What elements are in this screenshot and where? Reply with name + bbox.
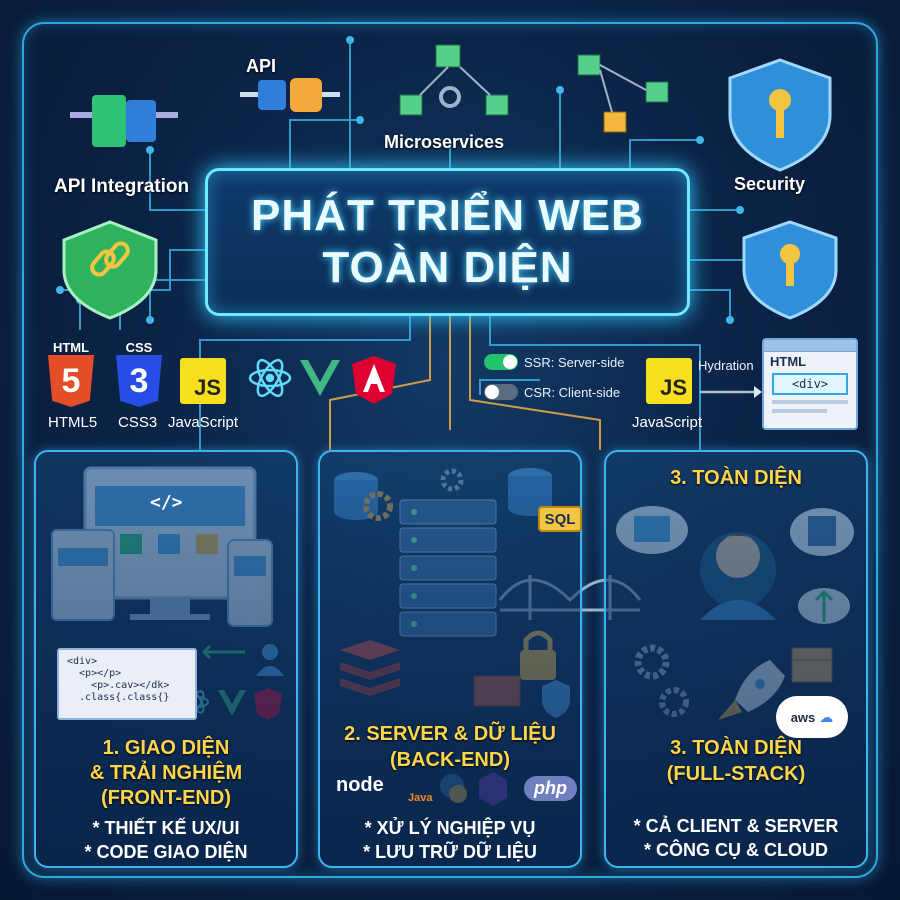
aws-label: aws <box>790 709 816 725</box>
code-line: <p>.cav></dk> <box>67 680 170 691</box>
backend-bullet-1: * XỬ LÝ NGHIỆP VỤ <box>364 818 536 838</box>
javascript-label: JavaScript <box>168 414 239 431</box>
backend-title-1: 2. SERVER & DỮ LIỆU <box>344 723 556 745</box>
security-shield-icon <box>728 58 832 172</box>
key-shield-icon <box>742 220 838 320</box>
microservices-icon <box>399 44 669 133</box>
fullstack-bullet-2: * CÔNG CỤ & CLOUD <box>644 840 828 860</box>
link-shield-icon <box>62 220 158 320</box>
window-line <box>772 409 828 413</box>
html-browser-window: HTML <div> <box>762 338 858 430</box>
frontend-title-2: & TRẢI NGHIỆM <box>89 762 243 784</box>
outer-frame <box>22 22 878 878</box>
code-snippet-box: <div> <p></p> <p>.cav></dk> .class{.clas… <box>57 648 197 720</box>
ssr-switch <box>484 354 518 370</box>
rendering-javascript-logo: JS <box>646 358 692 404</box>
gcp-cloud-icon: ☁ <box>819 708 834 725</box>
java-logo: Java <box>408 792 433 804</box>
frontend-title-1: 1. GIAO DIỆN <box>102 737 230 759</box>
screen-code-symbol: </> <box>150 492 183 513</box>
html5-logo: HTML 5 <box>48 340 94 407</box>
backend-title-2: (BACK-END) <box>390 749 510 771</box>
css3-shield-icon: 3 <box>116 355 162 407</box>
frontend-title-3: (FRONT-END) <box>101 787 231 809</box>
security-label: Security <box>734 174 806 194</box>
fullstack-panel: 3. TOÀN DIỆN 3. TOÀN DIỆN (FULL-STACK) *… <box>604 450 868 868</box>
code-line: <div> <box>67 656 98 667</box>
csr-switch <box>484 384 518 400</box>
code-line: <p></p> <box>67 668 122 679</box>
code-line: .class{.class{} <box>67 692 170 703</box>
frontend-bullet-1: * THIẾT KẾ UX/UI <box>92 818 240 838</box>
window-titlebar <box>764 340 856 352</box>
ssr-label: SSR: Server-side <box>524 354 625 370</box>
hydration-label: Hydration <box>698 358 754 373</box>
css-tag: CSS <box>125 340 153 355</box>
title-line-2: TOÀN DIỆN <box>322 243 573 292</box>
react-icon <box>248 358 292 398</box>
window-div-tag: <div> <box>772 373 848 395</box>
fullstack-bullet-1: * CẢ CLIENT & SERVER <box>633 816 839 836</box>
php-logo: php <box>524 776 577 801</box>
html5-label: HTML5 <box>48 414 98 431</box>
backend-bullet-2: * LƯU TRỮ DỮ LIỆU <box>363 842 537 862</box>
html-tag: HTML <box>52 340 90 355</box>
angular-icon <box>352 356 396 404</box>
microservices-label: Microservices <box>384 132 505 152</box>
api-plug-icon <box>240 78 340 112</box>
title-line-1: PHÁT TRIỂN WEB <box>251 191 644 240</box>
ssr-toggle: SSR: Server-side <box>484 354 624 370</box>
frontend-bullet-2: * CODE GIAO DIỆN <box>84 842 248 862</box>
window-heading: HTML <box>770 354 807 369</box>
css3-logo: CSS 3 <box>116 340 162 407</box>
aws-cloud-badge: aws ☁ <box>776 696 848 738</box>
html5-shield-icon: 5 <box>48 355 94 407</box>
css3-label: CSS3 <box>118 414 158 431</box>
main-title-box: PHÁT TRIỂN WEB TOÀN DIỆN <box>205 168 690 316</box>
sql-badge: SQL <box>538 506 582 532</box>
csr-label: CSR: Client-side <box>524 384 621 400</box>
plug-icon <box>70 95 178 147</box>
csr-toggle: CSR: Client-side <box>484 384 620 400</box>
fullstack-title-1: 3. TOÀN DIỆN <box>670 737 802 759</box>
fullstack-heading: 3. TOÀN DIỆN <box>670 467 802 489</box>
rendering-javascript-label: JavaScript <box>632 414 703 431</box>
nodejs-logo: node <box>336 774 384 796</box>
window-line <box>772 400 848 404</box>
api-label: API <box>246 56 277 76</box>
javascript-logo: JS <box>180 358 226 404</box>
api-integration-label: API Integration <box>54 176 190 197</box>
vue-icon <box>300 360 340 396</box>
fullstack-title-2: (FULL-STACK) <box>666 763 806 785</box>
